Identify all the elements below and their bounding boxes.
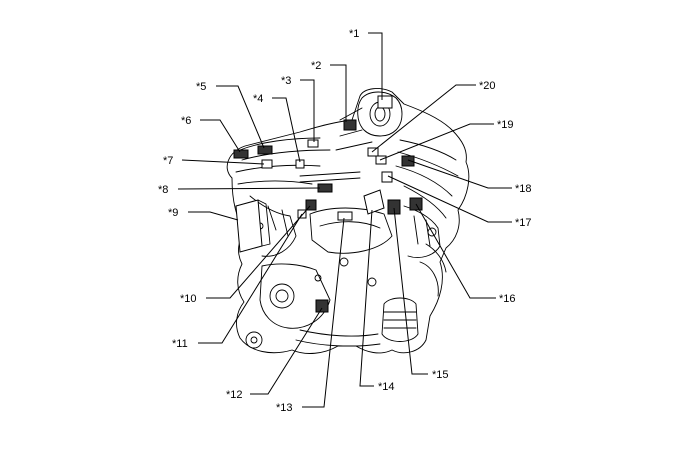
callout-15: *15 bbox=[432, 369, 449, 381]
callout-14: *14 bbox=[378, 381, 395, 393]
callout-16: *16 bbox=[499, 293, 516, 305]
throttle-motor bbox=[377, 95, 393, 109]
callout-9: *9 bbox=[168, 207, 178, 219]
leader-17 bbox=[387, 175, 512, 223]
leader-13 bbox=[302, 217, 345, 408]
ecm-side bbox=[257, 199, 271, 247]
leader-12 bbox=[250, 307, 323, 395]
part-17 bbox=[381, 171, 393, 183]
intake-manifold-right bbox=[395, 139, 459, 219]
callout-4: *4 bbox=[253, 93, 263, 105]
leader-7 bbox=[181, 159, 265, 165]
leader-8 bbox=[177, 187, 321, 190]
callout-19: *19 bbox=[497, 119, 514, 131]
part-3 bbox=[307, 139, 319, 148]
leader-2 bbox=[330, 64, 347, 122]
leader-6 bbox=[200, 119, 241, 153]
leader-15 bbox=[393, 207, 428, 375]
bellhousing-right bbox=[419, 243, 447, 297]
bolt bbox=[314, 274, 322, 282]
callout-3: *3 bbox=[281, 75, 291, 87]
leader-5 bbox=[216, 85, 265, 149]
ecm-unit bbox=[235, 199, 263, 253]
crank-pulley-hub bbox=[275, 289, 289, 303]
callout-17: *17 bbox=[515, 217, 532, 229]
callout-20: *20 bbox=[479, 80, 496, 92]
intake-ridges bbox=[335, 107, 373, 151]
part-20 bbox=[367, 147, 379, 157]
leader-10 bbox=[206, 205, 311, 299]
callout-13: *13 bbox=[276, 402, 293, 414]
engine-block-center bbox=[309, 207, 393, 254]
bolt bbox=[367, 277, 377, 287]
callout-labels: *1 *2 *3 *4 *5 *6 *7 *8 *9 *10 *11 *12 *… bbox=[158, 28, 532, 414]
part-10 bbox=[305, 199, 317, 211]
part-6 bbox=[233, 149, 249, 159]
leader-11 bbox=[198, 213, 303, 344]
bolt bbox=[427, 227, 437, 237]
leader-9 bbox=[188, 211, 239, 221]
part-15 bbox=[387, 199, 401, 215]
oil-filter-bands bbox=[383, 311, 417, 329]
engine-illustration bbox=[226, 88, 470, 354]
intake-manifold-left bbox=[235, 137, 331, 185]
lower-pulley bbox=[245, 331, 263, 349]
leader-19 bbox=[379, 123, 494, 161]
throttle-position-sensor bbox=[343, 119, 357, 131]
leader-14 bbox=[359, 209, 374, 387]
part-18 bbox=[401, 155, 415, 167]
leader-18 bbox=[407, 159, 512, 189]
callout-7: *7 bbox=[163, 155, 173, 167]
lower-pulley-hub bbox=[250, 336, 258, 344]
part-14 bbox=[363, 189, 385, 215]
part-12 bbox=[315, 299, 329, 313]
block-rib bbox=[319, 221, 381, 229]
callout-2: *2 bbox=[311, 60, 321, 72]
callout-12: *12 bbox=[226, 389, 243, 401]
leader-1 bbox=[368, 32, 383, 100]
throttle-body-outline bbox=[357, 91, 403, 137]
callout-6: *6 bbox=[181, 115, 191, 127]
part-13 bbox=[337, 211, 353, 221]
callout-5: *5 bbox=[196, 81, 206, 93]
leader-3 bbox=[300, 79, 315, 142]
leader-16 bbox=[415, 203, 496, 299]
bolt bbox=[339, 257, 349, 267]
leader-lines bbox=[177, 32, 512, 408]
fuel-rail bbox=[299, 171, 361, 183]
leader-20 bbox=[371, 84, 476, 153]
callout-10: *10 bbox=[180, 293, 197, 305]
crank-pulley bbox=[269, 283, 295, 309]
callout-18: *18 bbox=[515, 183, 532, 195]
leader-4 bbox=[272, 97, 301, 163]
callout-1: *1 bbox=[349, 28, 359, 40]
callout-11: *11 bbox=[172, 338, 188, 350]
part-8 bbox=[317, 183, 333, 193]
callout-8: *8 bbox=[158, 184, 168, 196]
part-5 bbox=[257, 145, 273, 155]
oil-filter bbox=[381, 297, 419, 342]
